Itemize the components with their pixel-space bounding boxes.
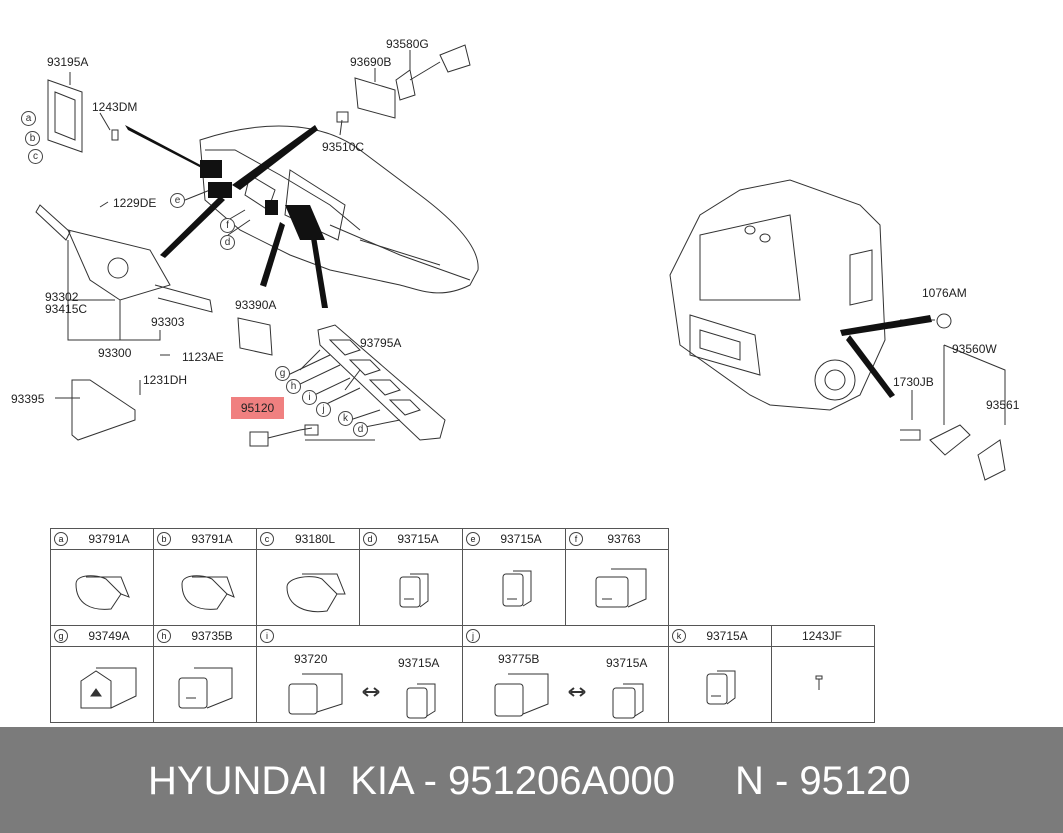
legend-part-a: 93775B (498, 652, 540, 666)
legend-code: j (466, 629, 480, 643)
callout-e: e (170, 193, 185, 208)
switch-icon (75, 575, 130, 610)
part-label-93303: 93303 (151, 315, 185, 329)
part-label-1243DM: 1243DM (92, 100, 138, 114)
legend-code: k (672, 629, 686, 643)
switch-icon (595, 568, 647, 608)
legend-part: 93180L (294, 532, 336, 546)
legend-code: d (363, 532, 377, 546)
part-label-93302: 93302 (45, 290, 79, 304)
callout-j: j (316, 402, 331, 417)
legend-part: 93791A (191, 532, 233, 546)
legend-part-b: 93715A (606, 656, 648, 670)
legend-cell-e[interactable]: e 93715A (462, 528, 566, 626)
legend-part: 93735B (191, 629, 233, 643)
part-label-93580G: 93580G (386, 37, 429, 51)
legend-cell-c[interactable]: c 93180L (256, 528, 360, 626)
legend-cell-b[interactable]: b 93791A (153, 528, 257, 626)
legend-part: 93791A (88, 532, 130, 546)
part-label-93560W: 93560W (952, 342, 997, 356)
part-label-93300: 93300 (98, 346, 132, 360)
part-label-93415C: 93415C (45, 302, 88, 316)
part-label-93561: 93561 (986, 398, 1020, 412)
legend-cell-g[interactable]: g 93749A (50, 625, 154, 723)
legend-cell-j[interactable]: j 93775B 93715A (462, 625, 669, 723)
switch-icon (181, 575, 235, 610)
part-label-1231DH: 1231DH (143, 373, 188, 387)
part-label-93195A: 93195A (47, 55, 89, 69)
part-label-1730JB: 1730JB (893, 375, 934, 389)
legend-code: c (260, 532, 274, 546)
callout-i: i (302, 390, 317, 405)
part-label-93795A: 93795A (360, 336, 402, 350)
switch-icon (178, 667, 233, 709)
legend-part: 93749A (88, 629, 130, 643)
highlighted-part-95120[interactable]: 95120 (231, 397, 284, 419)
callout-d-lower: d (353, 422, 368, 437)
legend-cell-h[interactable]: h 93735B (153, 625, 257, 723)
footer-short-number: N - 95120 (735, 759, 911, 803)
legend-part: 93763 (607, 532, 641, 546)
part-label-1229DE: 1229DE (113, 196, 157, 210)
switch-icon (286, 573, 346, 613)
legend-cell-screw[interactable]: 1243JF (771, 625, 875, 723)
legend-part: 93715A (397, 532, 439, 546)
callout-k: k (338, 411, 353, 426)
legend-part: 1243JF (801, 629, 843, 643)
legend-cell-k[interactable]: k 93715A (668, 625, 772, 723)
legend-code: b (157, 532, 171, 546)
part-label-93690B: 93690B (350, 55, 392, 69)
switch-icon (502, 570, 532, 607)
legend-cell-a[interactable]: a 93791A (50, 528, 154, 626)
legend-part: 93715A (500, 532, 542, 546)
parts-diagram: 93195A 1243DM 93690B 93580G 93510C 1229D… (11, 37, 1020, 481)
part-number-footer: HYUNDAI KIA - 951206A000 N - 95120 (0, 727, 1063, 833)
callout-f: f (220, 218, 235, 233)
legend-cell-f[interactable]: f 93763 (565, 528, 669, 626)
callout-g: g (275, 366, 290, 381)
legend-part-a: 93720 (294, 652, 328, 666)
legend-cell-i[interactable]: i 93720 93715A (256, 625, 463, 723)
legend-part-b: 93715A (398, 656, 440, 670)
legend-code: h (157, 629, 171, 643)
callout-b: b (25, 131, 40, 146)
hazard-switch-icon (80, 667, 137, 709)
switch-pair-icon (288, 673, 436, 719)
callout-a: a (21, 111, 36, 126)
part-label-93510C: 93510C (322, 140, 365, 154)
part-label-93395: 93395 (11, 392, 45, 406)
exploded-view-drawing (35, 44, 1006, 481)
legend-code: i (260, 629, 274, 643)
legend-code: e (466, 532, 480, 546)
switch-icon (706, 670, 736, 705)
legend-code: g (54, 629, 68, 643)
switch-icon (399, 573, 429, 608)
callout-d: d (220, 235, 235, 250)
part-label-93390A: 93390A (235, 298, 277, 312)
legend-code: f (569, 532, 583, 546)
part-label-1076AM: 1076AM (922, 286, 967, 300)
legend-code: a (54, 532, 68, 546)
part-label-1123AE: 1123AE (182, 350, 224, 364)
callout-c: c (28, 149, 43, 164)
footer-brand-partno: HYUNDAI KIA - 951206A000 (148, 759, 675, 803)
switch-pair-icon (494, 673, 644, 719)
legend-cell-d[interactable]: d 93715A (359, 528, 463, 626)
legend-part: 93715A (706, 629, 748, 643)
part-label-95120: 95120 (240, 401, 275, 415)
screw-icon (815, 675, 823, 690)
callout-h: h (286, 379, 301, 394)
